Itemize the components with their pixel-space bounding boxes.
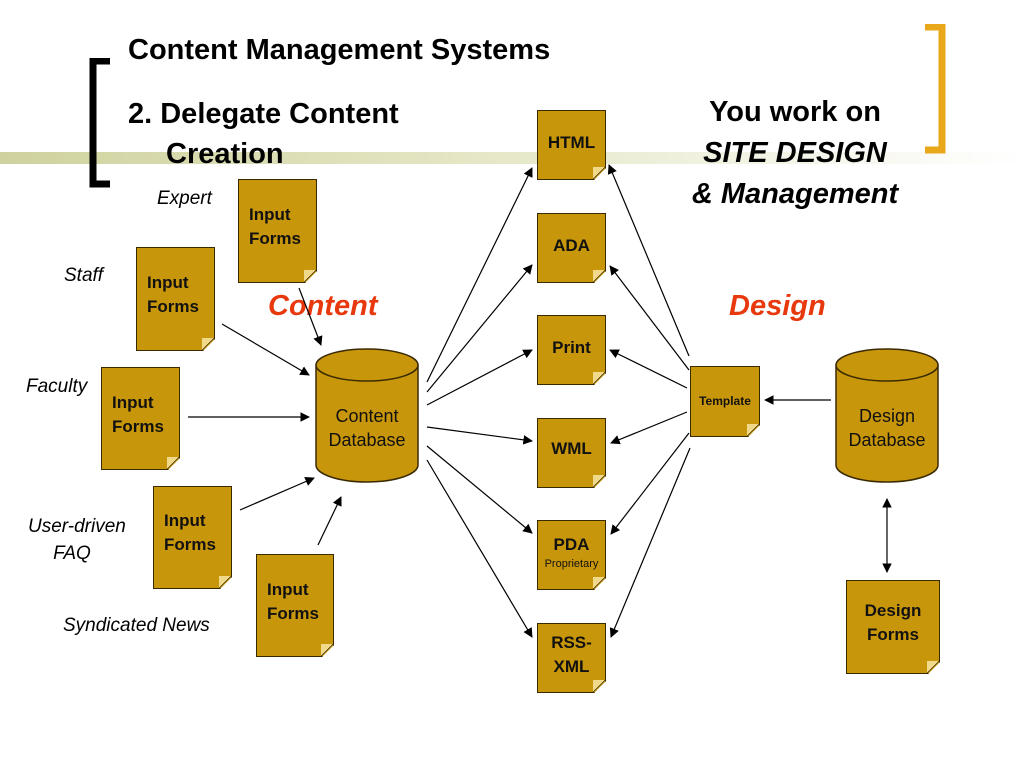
title-underline-bar xyxy=(0,152,1024,164)
design-heading: Design xyxy=(729,290,826,322)
content-database-line-1: Content xyxy=(335,406,399,426)
source-label-staff: Staff xyxy=(64,265,104,286)
input-forms-expert-label: Input Forms xyxy=(239,203,316,251)
subtitle-line-2: Creation xyxy=(166,138,284,170)
you-work-line-3: & Management xyxy=(691,178,899,210)
input-forms-faq[interactable]: Input Forms xyxy=(153,486,232,589)
arrow-template-to-ada xyxy=(609,265,690,371)
form-line-1: Input xyxy=(147,273,189,292)
output-rss-line-1: RSS- xyxy=(551,633,592,652)
slide-title: Content Management Systems xyxy=(128,34,551,66)
arrow-content-db-to-ada xyxy=(426,264,533,393)
arrow-faq-to-content-db xyxy=(239,477,315,511)
output-wml-label: WML xyxy=(551,439,592,458)
form-line-2: Forms xyxy=(147,297,199,316)
content-database-cylinder[interactable] xyxy=(314,347,420,487)
right-bracket-icon xyxy=(925,24,946,154)
source-label-syndicated-news: Syndicated News xyxy=(63,615,210,636)
output-pda-proprietary: Proprietary xyxy=(544,558,599,570)
arrow-template-to-html xyxy=(607,164,690,357)
left-bracket-icon xyxy=(89,58,110,188)
form-line-2: Forms xyxy=(267,604,319,623)
source-label-expert: Expert xyxy=(157,188,212,209)
output-pda-label: PDA Proprietary xyxy=(538,533,605,571)
output-pda[interactable]: PDA Proprietary xyxy=(537,520,606,590)
design-database-label: Design Database xyxy=(834,404,940,452)
content-database-line-2: Database xyxy=(328,430,406,450)
arrow-template-to-rss xyxy=(609,447,691,638)
arrow-content-db-to-html xyxy=(426,167,533,383)
input-forms-expert[interactable]: Input Forms xyxy=(238,179,317,283)
design-forms-line-1: Design xyxy=(864,601,922,620)
input-forms-syndicated-news[interactable]: Input Forms xyxy=(256,554,334,657)
arrow-staff-to-content-db xyxy=(221,323,310,376)
form-line-2: Forms xyxy=(112,417,164,436)
output-rss-line-2: XML xyxy=(553,657,590,676)
form-line-1: Input xyxy=(112,393,154,412)
form-line-1: Input xyxy=(267,580,309,599)
slide-subtitle: 2. Delegate Content Creation xyxy=(128,94,399,174)
input-forms-faq-label: Input Forms xyxy=(154,509,231,557)
arrow-template-to-wml xyxy=(610,411,688,445)
output-rss-xml-label: RSS- XML xyxy=(538,631,605,679)
input-forms-staff-label: Input Forms xyxy=(137,271,214,319)
output-rss-xml[interactable]: RSS- XML xyxy=(537,623,606,693)
input-forms-faculty-label: Input Forms xyxy=(102,391,179,439)
you-work-line-1: You work on xyxy=(709,96,881,128)
form-line-2: Forms xyxy=(164,535,216,554)
source-label-faq-line-1: User-driven xyxy=(28,516,126,537)
arrow-template-to-pda xyxy=(610,432,690,535)
design-forms-line-2: Forms xyxy=(867,625,919,644)
you-work-line-2: SITE DESIGN xyxy=(703,137,887,169)
arrow-content-db-to-print xyxy=(426,349,533,406)
output-html[interactable]: HTML xyxy=(537,110,606,180)
output-ada[interactable]: ADA xyxy=(537,213,606,283)
source-label-faq-line-2: FAQ xyxy=(53,543,91,564)
arrow-content-db-to-wml xyxy=(426,426,533,445)
template-doc[interactable]: Template xyxy=(690,366,760,437)
content-database-label: Content Database xyxy=(314,404,420,452)
output-ada-label: ADA xyxy=(553,236,590,255)
input-forms-syndicated-news-label: Input Forms xyxy=(257,578,333,626)
arrow-template-to-print xyxy=(609,349,688,389)
you-work-on-callout: You work on SITE DESIGN & Management xyxy=(660,92,930,215)
arrow-content-db-to-rss xyxy=(426,459,533,638)
form-line-1: Input xyxy=(164,511,206,530)
design-forms-label: Design Forms xyxy=(847,599,939,647)
arrow-content-db-to-pda xyxy=(426,445,533,534)
design-database-line-1: Design xyxy=(858,406,916,426)
design-database-line-2: Database xyxy=(848,430,926,450)
output-pda-line-1: PDA xyxy=(553,535,590,554)
form-line-2: Forms xyxy=(249,229,301,248)
arrow-expert-to-content-db xyxy=(298,287,323,346)
source-label-faculty: Faculty xyxy=(26,376,88,397)
arrow-news-to-content-db xyxy=(317,496,342,546)
input-forms-faculty[interactable]: Input Forms xyxy=(101,367,180,470)
design-forms[interactable]: Design Forms xyxy=(846,580,940,674)
input-forms-staff[interactable]: Input Forms xyxy=(136,247,215,351)
form-line-1: Input xyxy=(249,205,291,224)
output-html-label: HTML xyxy=(547,133,596,152)
subtitle-line-1: 2. Delegate Content xyxy=(128,98,399,130)
output-wml[interactable]: WML xyxy=(537,418,606,488)
design-database-cylinder[interactable] xyxy=(834,347,940,487)
template-label: Template xyxy=(699,394,751,408)
output-print-label: Print xyxy=(552,338,591,357)
content-heading: Content xyxy=(268,290,378,322)
source-label-faq: User-driven FAQ xyxy=(28,513,126,567)
